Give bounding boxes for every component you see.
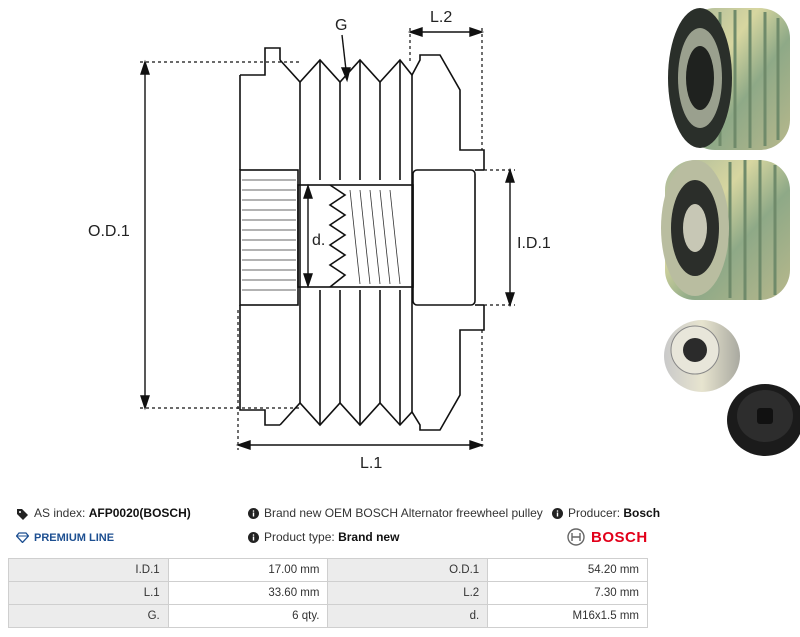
pulley-technical-drawing: G L.2 O.D.1 d. I.D.1 L.1: [88, 9, 551, 472]
diamond-icon: [16, 532, 29, 544]
as-index-label: AS index:: [34, 506, 86, 520]
tag-icon: [17, 508, 28, 520]
spec-label: L.1: [8, 581, 169, 605]
as-index-value: AFP0020(BOSCH): [88, 506, 191, 520]
description-text: Brand new OEM BOSCH Alternator freewheel…: [264, 506, 543, 520]
table-row: G. 6 qty. d. M16x1.5 mm: [8, 604, 648, 628]
spline-hatch: [242, 179, 401, 291]
pulley-photo-rear: [661, 160, 790, 300]
specifications-table: I.D.1 17.00 mm O.D.1 54.20 mm L.1 33.60 …: [8, 558, 648, 628]
spec-label: O.D.1: [327, 558, 489, 582]
dimension-extension-lines: [140, 28, 515, 450]
pulley-photo-front: [668, 8, 790, 150]
label-d: d.: [312, 232, 325, 249]
spec-value: M16x1.5 mm: [487, 604, 648, 628]
product-type-label: Product type:: [264, 530, 335, 544]
info-icon: [248, 508, 259, 520]
label-g: G: [335, 17, 347, 34]
spec-value: 54.20 mm: [487, 558, 648, 582]
spec-label: I.D.1: [8, 558, 169, 582]
label-l2: L.2: [430, 9, 452, 26]
pulley-cap-photo: [727, 384, 800, 456]
bosch-logo: BOSCH: [567, 527, 648, 547]
label-l1: L.1: [360, 455, 382, 472]
as-index: AS index: AFP0020(BOSCH): [16, 506, 191, 520]
spec-value: 6 qty.: [167, 604, 329, 628]
producer-label: Producer:: [568, 506, 621, 520]
info-icon: [552, 508, 563, 520]
producer: Producer: Bosch: [552, 506, 660, 520]
spec-value: 7.30 mm: [487, 581, 648, 605]
spec-label: L.2: [327, 581, 489, 605]
product-description: Brand new OEM BOSCH Alternator freewheel…: [248, 506, 543, 520]
bosch-logo-text: BOSCH: [591, 528, 648, 546]
spec-value: 33.60 mm: [167, 581, 329, 605]
pulley-photo-small: [664, 320, 740, 392]
spec-label: G.: [8, 604, 169, 628]
label-od1: O.D.1: [88, 223, 130, 240]
premium-line-text: PREMIUM LINE: [34, 532, 115, 544]
producer-value: Bosch: [623, 506, 661, 520]
table-row: L.1 33.60 mm L.2 7.30 mm: [8, 581, 648, 605]
info-icon: [248, 532, 259, 544]
table-row: I.D.1 17.00 mm O.D.1 54.20 mm: [8, 558, 648, 582]
product-type: Product type: Brand new: [248, 530, 399, 544]
label-id1: I.D.1: [517, 235, 551, 252]
spec-value: 17.00 mm: [167, 558, 329, 582]
pulley-outline: [239, 47, 485, 431]
product-type-value: Brand new: [338, 530, 400, 544]
premium-line-badge: PREMIUM LINE: [16, 530, 114, 544]
dimension-arrows: [140, 27, 515, 450]
product-photos: [661, 8, 800, 456]
spec-label: d.: [327, 604, 489, 628]
bosch-armature-icon: [567, 528, 585, 546]
